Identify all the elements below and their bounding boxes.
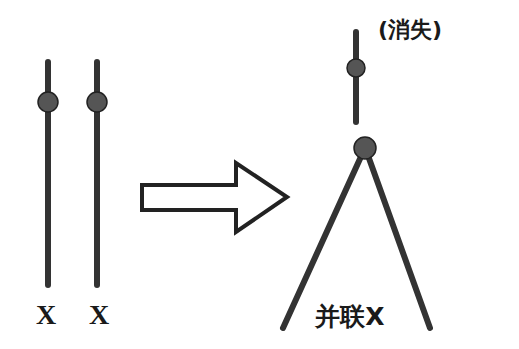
- centromere: [38, 92, 58, 112]
- fragment-note: (消失): [376, 18, 444, 42]
- chromosome-arm: [283, 150, 364, 328]
- centromere: [347, 59, 365, 77]
- centromere: [87, 92, 107, 112]
- centromere: [354, 137, 376, 159]
- process-arrow: [142, 163, 287, 232]
- chromosome-arm: [366, 150, 430, 328]
- chromosome-label: X: [34, 300, 58, 331]
- result-label: 并联X: [313, 303, 386, 331]
- chromosome-label: X: [87, 300, 111, 331]
